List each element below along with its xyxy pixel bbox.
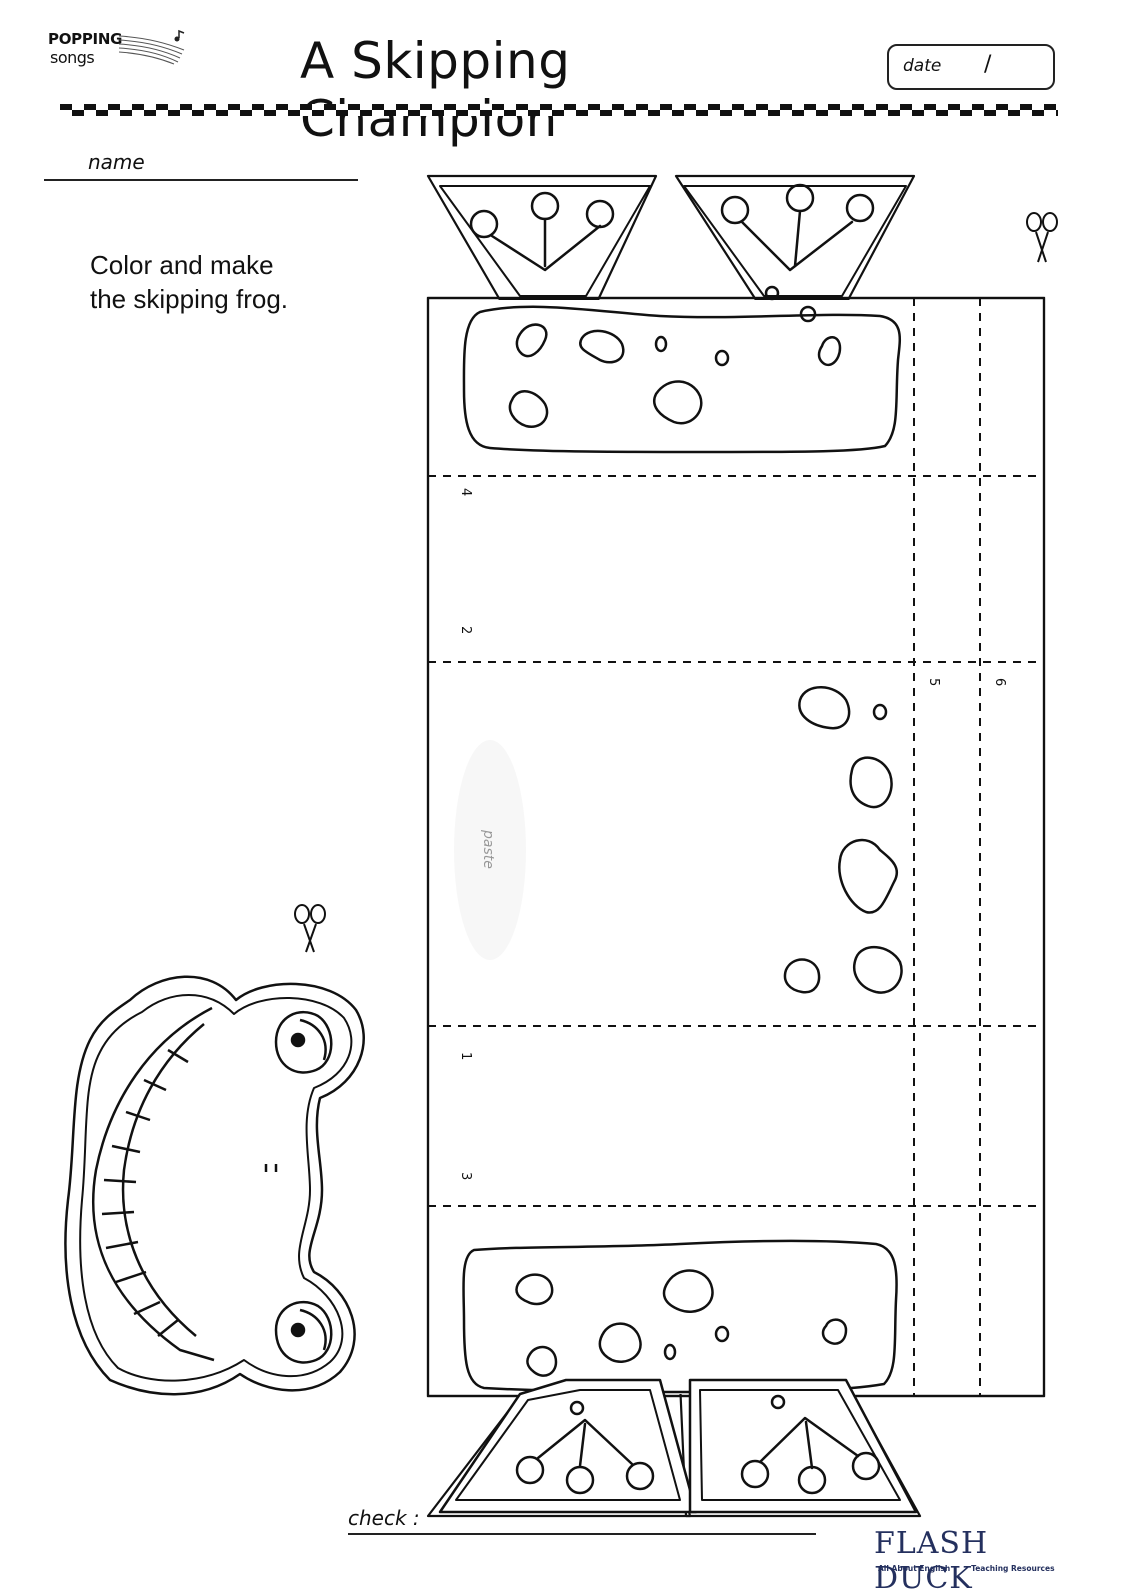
fold-number-1: 1 [458,1052,473,1060]
brand-tagline: All About English Teaching Resources [878,1564,1055,1573]
fold-number-3: 3 [458,1172,473,1180]
bottom-frog-body [462,1239,898,1394]
check-label: check : [348,1506,420,1530]
frog-face-cutout [64,975,365,1396]
middle-spots [783,686,903,994]
name-line[interactable] [44,179,358,181]
logo-staff-lines [118,29,185,65]
name-label: name [88,150,145,174]
checkered-divider [60,104,1058,116]
check-line[interactable] [348,1533,816,1535]
date-separator: / [984,52,992,77]
flash-duck-logo: FLASH DUCK All About English Teaching Re… [874,1526,1074,1596]
logo-line1: POPPING [48,30,123,48]
top-leg-right [674,174,916,302]
bottom-legs-drawing [438,1378,918,1514]
fold-number-6: 6 [992,678,1007,686]
paste-area [454,740,526,960]
instructions: Color and make the skipping frog. [90,248,390,316]
scissors-icon [294,904,326,953]
fold-number-4: 4 [458,488,473,496]
instruction-line2: the skipping frog. [90,284,289,314]
top-legs-drawing [439,183,907,323]
fold-lines [428,298,1044,1396]
date-label: date [903,56,942,76]
instruction-line1: Color and make [90,250,274,280]
scissors-icon [1026,212,1058,263]
top-frog-body [462,305,902,454]
fold-number-5: 5 [926,678,941,686]
popping-songs-logo: POPPING songs [44,28,194,74]
fold-number-2: 2 [458,626,473,634]
date-field[interactable]: date / [887,44,1055,90]
brand-name: FLASH DUCK [874,1526,989,1596]
logo-line2: songs [50,48,95,67]
page-title: A Skipping Champion [300,32,571,148]
